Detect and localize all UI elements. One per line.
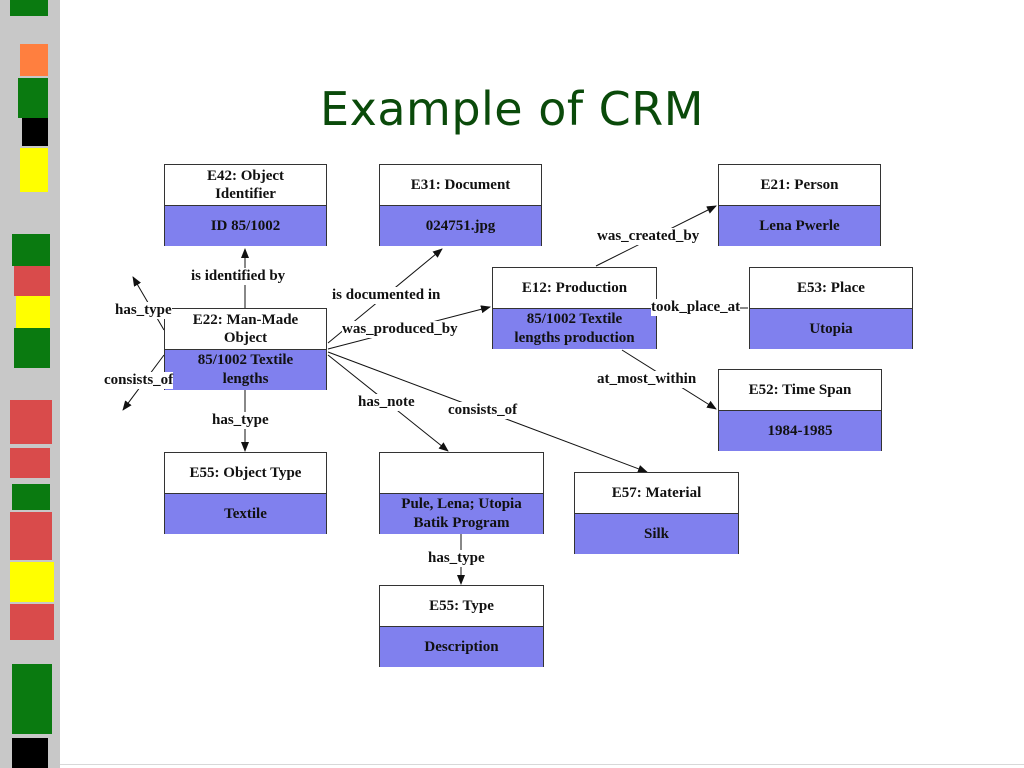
edge-label-has-type-left: has_type xyxy=(115,302,172,319)
node-object-identifier: E42: Object Identifier ID 85/1002 xyxy=(164,164,327,246)
sidebar-block xyxy=(12,664,52,734)
edge-label-has-type-down: has_type xyxy=(212,412,269,429)
sidebar-block xyxy=(10,448,50,478)
edge-label-is-identified-by: is identified by xyxy=(191,268,286,285)
node-type-label: E57: Material xyxy=(575,473,738,514)
sidebar-block xyxy=(20,44,48,76)
sidebar-block xyxy=(10,512,52,560)
node-place: E53: Place Utopia xyxy=(749,267,913,349)
node-value-label: Silk xyxy=(575,514,738,554)
node-note: Pule, Lena; Utopia Batik Program xyxy=(379,452,544,534)
node-person: E21: Person Lena Pwerle xyxy=(718,164,881,246)
node-man-made-object: E22: Man-Made Object 85/1002 Textile len… xyxy=(164,308,327,390)
node-material: E57: Material Silk xyxy=(574,472,739,554)
sidebar-block xyxy=(10,400,52,444)
edge-label-was-created-by: was_created_by xyxy=(597,228,700,245)
node-type-label: E22: Man-Made Object xyxy=(165,309,326,350)
node-value-label: 1984-1985 xyxy=(719,411,881,451)
node-type-label: E55: Object Type xyxy=(165,453,326,494)
node-production: E12: Production 85/1002 Textile lengths … xyxy=(492,267,657,349)
node-value-label: 024751.jpg xyxy=(380,206,541,246)
node-type-label: E55: Type xyxy=(380,586,543,627)
sidebar-block xyxy=(14,266,50,296)
node-value-label: 85/1002 Textile lengths xyxy=(165,350,326,390)
node-type-label: E21: Person xyxy=(719,165,880,206)
edge-label-was-produced-by: was_produced_by xyxy=(342,321,458,338)
edge-label-took-place-at: took_place_at xyxy=(651,299,741,316)
sidebar-block xyxy=(14,328,50,368)
sidebar-block xyxy=(18,78,48,118)
node-value-label: Textile xyxy=(165,494,326,534)
decorative-sidebar xyxy=(0,0,60,768)
edge-label-has-type-note: has_type xyxy=(428,550,485,567)
edge-label-consists-of-left: consists_of xyxy=(104,372,174,389)
node-value-label: Description xyxy=(380,627,543,667)
node-type-label: E12: Production xyxy=(493,268,656,309)
node-value-label: 85/1002 Textile lengths production xyxy=(493,309,656,349)
sidebar-block xyxy=(20,148,48,192)
node-type-label xyxy=(380,453,543,494)
node-type-label: E53: Place xyxy=(750,268,912,309)
node-document: E31: Document 024751.jpg xyxy=(379,164,542,246)
node-value-label: Lena Pwerle xyxy=(719,206,880,246)
edge-label-has-note: has_note xyxy=(358,394,415,411)
slide-title: Example of CRM xyxy=(320,82,704,136)
sidebar-block xyxy=(22,118,48,146)
node-value-label: Utopia xyxy=(750,309,912,349)
sidebar-block xyxy=(10,562,54,602)
edge-label-at-most-within: at_most_within xyxy=(597,371,697,388)
edge-label-consists-of: consists_of xyxy=(448,402,518,419)
sidebar-block xyxy=(12,738,48,768)
sidebar-block xyxy=(12,484,50,510)
node-value-label: ID 85/1002 xyxy=(165,206,326,246)
footer-divider xyxy=(60,764,1024,765)
node-type: E55: Type Description xyxy=(379,585,544,667)
node-type-label: E42: Object Identifier xyxy=(165,165,326,206)
sidebar-block xyxy=(10,604,54,640)
sidebar-block xyxy=(10,0,48,16)
node-object-type: E55: Object Type Textile xyxy=(164,452,327,534)
node-type-label: E31: Document xyxy=(380,165,541,206)
sidebar-block xyxy=(12,234,50,266)
node-type-label: E52: Time Span xyxy=(719,370,881,411)
sidebar-block xyxy=(16,296,50,328)
node-time-span: E52: Time Span 1984-1985 xyxy=(718,369,882,451)
node-value-label: Pule, Lena; Utopia Batik Program xyxy=(380,494,543,534)
edge-label-is-documented-in: is documented in xyxy=(332,287,441,304)
